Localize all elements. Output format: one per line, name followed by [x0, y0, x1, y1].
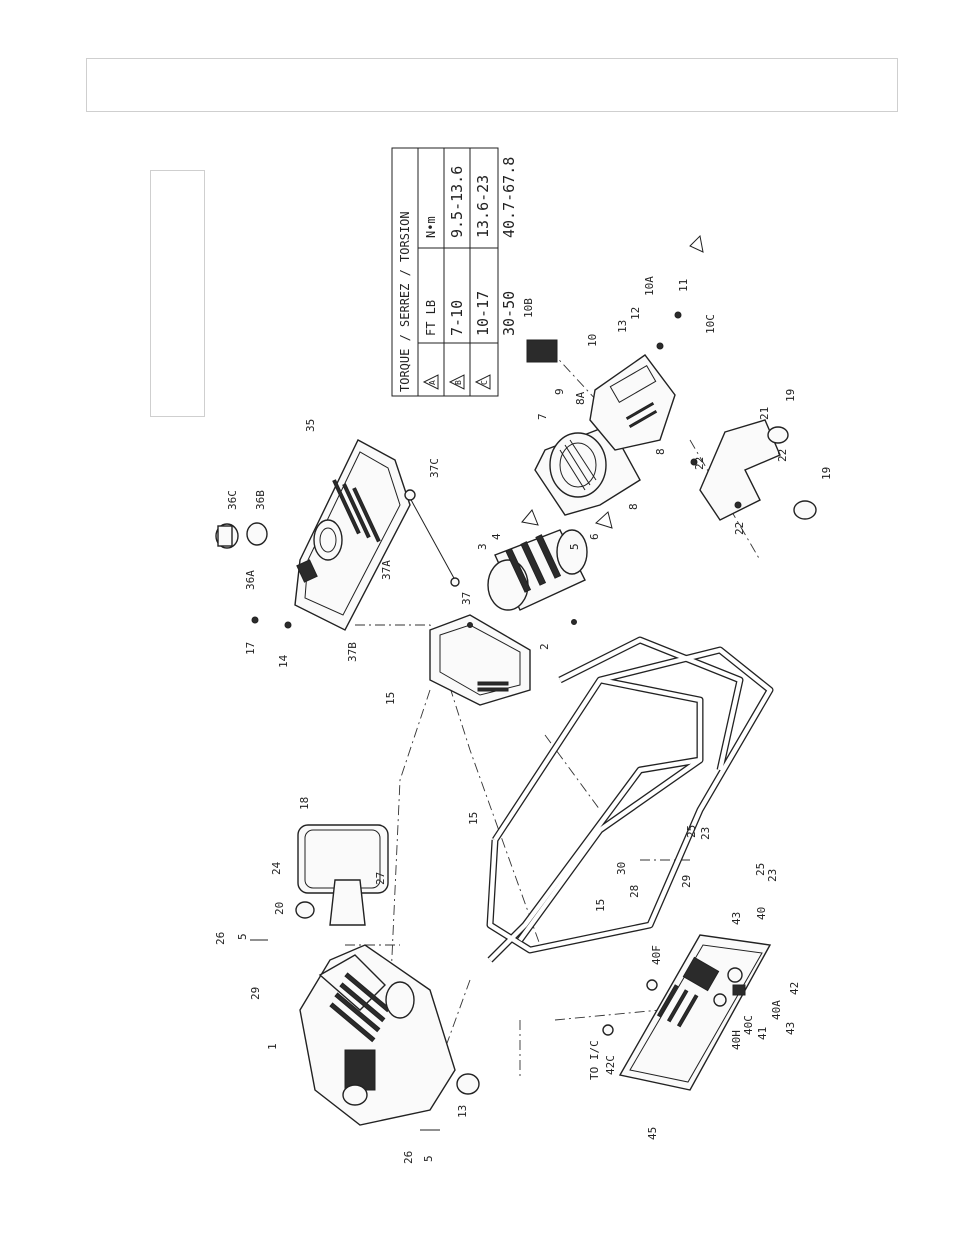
label-37b: 37B	[346, 642, 359, 662]
label-37c: 37C	[428, 458, 441, 478]
label-22-c: 22	[776, 449, 789, 462]
torque-row2-nm: 13.6-23	[474, 175, 492, 238]
label-40a: 40A	[770, 1000, 783, 1020]
label-9: 9	[553, 388, 566, 395]
label-40: 40	[755, 907, 768, 920]
label-8-b: 8	[627, 503, 640, 510]
exhaust-clamp	[296, 902, 314, 918]
label-36c: 36C	[226, 490, 239, 510]
label-15-top: 15	[384, 692, 397, 705]
label-11: 11	[677, 279, 690, 292]
label-40c: 40C	[742, 1015, 755, 1035]
torque-row3-ftlb: 30-50	[500, 291, 518, 336]
fuel-cap	[216, 523, 267, 548]
label-37a: 37A	[380, 560, 393, 580]
label-43-b: 43	[784, 1022, 797, 1035]
label-19-bottom: 19	[820, 467, 833, 480]
label-40f: 40F	[650, 945, 663, 965]
engine	[300, 945, 455, 1125]
label-18: 18	[298, 797, 311, 810]
label-25-a: 25	[685, 825, 698, 838]
torque-row3-nm: 40.7-67.8	[500, 157, 518, 238]
label-7: 7	[536, 413, 549, 420]
svg-text:B: B	[454, 380, 463, 385]
end-bell	[590, 355, 675, 450]
label-15-frame: 15	[594, 899, 607, 912]
torque-row1-ftlb: 7-10	[448, 300, 466, 336]
label-40h: 40H	[730, 1030, 743, 1050]
label-35: 35	[304, 419, 317, 432]
torque-col-nm: N•m	[424, 216, 438, 238]
rear-bracket	[700, 420, 816, 520]
fuel-line	[405, 490, 459, 586]
torque-symbol-b: B	[450, 375, 464, 389]
label-36a: 36A	[244, 570, 257, 590]
torque-symbol-a: A	[424, 375, 438, 389]
frame	[490, 640, 770, 960]
label-3: 3	[476, 543, 489, 550]
label-10a: 10A	[643, 276, 656, 296]
label-43: 43	[730, 912, 743, 925]
label-13-bottom: 13	[456, 1105, 469, 1118]
torque-title: TORQUE / SERREZ / TORSION	[398, 211, 412, 392]
label-16: 15	[467, 812, 480, 825]
torque-row2-ftlb: 10-17	[474, 291, 492, 336]
label-30: 30	[615, 862, 628, 875]
label-4: 4	[490, 533, 503, 540]
control-panel	[620, 935, 770, 1090]
label-10c: 10C	[704, 314, 717, 334]
label-21: 21	[758, 407, 771, 420]
fan-housing	[430, 615, 530, 705]
label-37: 37	[460, 592, 473, 605]
torque-table: TORQUE / SERREZ / TORSION FT LB N•m A B …	[392, 148, 518, 396]
label-14: 14	[277, 654, 290, 668]
engine-mount	[457, 1074, 479, 1094]
label-5-engine-bottom: 5	[422, 1155, 435, 1162]
label-28: 28	[628, 885, 641, 898]
label-17: 17	[244, 642, 257, 655]
label-5-rotor: 5	[568, 543, 581, 550]
label-29-frame: 29	[680, 875, 693, 888]
torque-row1-nm: 9.5-13.6	[448, 166, 466, 238]
torque-col-ftlb: FT LB	[424, 300, 438, 336]
label-2: 2	[538, 643, 551, 650]
label-to-ic: TO I/C	[588, 1040, 601, 1080]
label-22-a: 22	[693, 457, 706, 470]
label-23-a: 23	[699, 827, 712, 840]
label-6: 6	[588, 533, 601, 540]
svg-text:C: C	[480, 380, 489, 385]
label-23-b: 23	[766, 869, 779, 882]
label-36b: 36B	[254, 490, 267, 510]
label-24: 24	[270, 861, 283, 875]
fuel-tank	[295, 440, 410, 630]
label-42: 42	[788, 982, 801, 995]
label-45: 45	[646, 1127, 659, 1140]
label-22-b: 22	[733, 522, 746, 535]
label-26-top: 26	[214, 932, 227, 945]
label-8a: 8A	[574, 391, 587, 405]
label-8-a: 8	[654, 448, 667, 455]
label-13-top: 13	[616, 320, 629, 333]
label-20: 20	[273, 902, 286, 915]
label-10b: 10B	[522, 298, 535, 318]
torque-symbol-c: C	[476, 375, 490, 389]
label-12: 12	[629, 307, 642, 320]
control-board	[527, 340, 557, 362]
label-10: 10	[586, 334, 599, 347]
label-42c: 42C	[604, 1055, 617, 1075]
rotor	[488, 530, 587, 610]
svg-text:A: A	[428, 380, 437, 385]
label-29-engine: 29	[249, 987, 262, 1000]
label-27: 27	[374, 872, 387, 885]
label-19-top: 19	[784, 389, 797, 402]
label-25-b: 25	[754, 863, 767, 876]
label-26-bottom: 26	[402, 1151, 415, 1164]
label-1: 1	[266, 1043, 279, 1050]
label-41: 41	[756, 1027, 769, 1040]
label-5-engine-top: 5	[236, 933, 249, 940]
